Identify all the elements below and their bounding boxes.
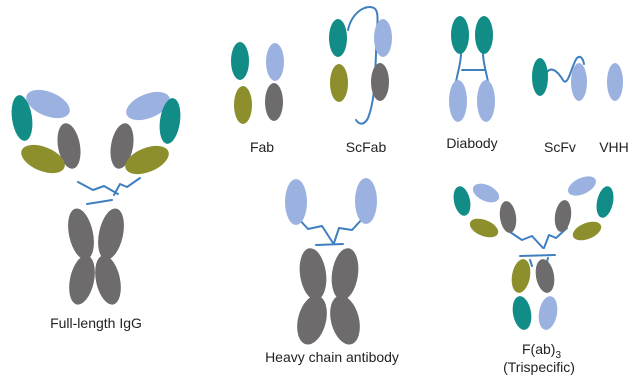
diabody-vh-right xyxy=(475,16,493,54)
igg-fc-ch2-right xyxy=(94,206,128,262)
fab3-trispecific: F(ab)3 (Trispecific) xyxy=(451,172,616,375)
scfab-vl xyxy=(374,19,392,57)
hcab-vhh-right xyxy=(355,178,377,224)
diabody-vl-left xyxy=(449,80,467,122)
fab3-right-ch1 xyxy=(570,218,604,244)
igg-fc-ch3-right xyxy=(91,253,125,307)
scfv: ScFv xyxy=(532,57,587,155)
scfab-ch1 xyxy=(330,64,348,102)
fab3-left-vh xyxy=(451,185,473,218)
fab3-label: F(ab)3 xyxy=(522,341,561,361)
hcab-ch3-right xyxy=(325,292,364,347)
diabody-label: Diabody xyxy=(446,135,497,151)
fab3-left-vl xyxy=(470,180,502,206)
scfab: ScFab xyxy=(329,7,392,155)
fab: Fab xyxy=(231,42,284,155)
fab3-bottom-vh xyxy=(510,295,534,332)
fab3-label-main: F(ab) xyxy=(522,341,555,357)
vhh: VHH xyxy=(599,63,629,155)
fab3-right-cl xyxy=(553,199,573,233)
full-length-igg: Full-length IgG xyxy=(9,84,183,331)
hcab-vhh-left xyxy=(285,179,307,225)
igg-fc-ch3-left xyxy=(65,253,99,307)
scfv-vl xyxy=(571,63,587,101)
diabody-vh-left xyxy=(451,16,469,54)
fab3-left-ch1 xyxy=(467,215,501,241)
vhh-label: VHH xyxy=(599,139,629,155)
scfv-label: ScFv xyxy=(544,139,576,155)
fab-label: Fab xyxy=(250,139,274,155)
fab3-right-vl xyxy=(565,172,599,199)
hcab-ch2-left xyxy=(297,246,330,301)
fab-vl xyxy=(266,43,284,81)
diabody: Diabody xyxy=(446,16,497,151)
diabody-linker-right xyxy=(483,52,488,82)
fab3-bottom-cl xyxy=(533,258,557,295)
vhh-domain xyxy=(607,63,623,101)
fab3-bottom-ch1 xyxy=(509,258,533,295)
scfab-vh xyxy=(329,19,347,57)
fab-ch1 xyxy=(234,86,252,124)
scfab-linker xyxy=(348,7,378,124)
fab3-hinge xyxy=(510,228,567,266)
igg-label: Full-length IgG xyxy=(50,315,142,331)
hcab-ch3-left xyxy=(292,292,331,347)
scfv-vh xyxy=(532,58,548,96)
scfab-label: ScFab xyxy=(346,139,387,155)
diabody-linker-left xyxy=(456,52,461,82)
hcab-label: Heavy chain antibody xyxy=(265,349,399,365)
fab-vh xyxy=(231,42,249,80)
fab3-right-vh xyxy=(594,185,616,220)
scfab-cl xyxy=(371,63,389,101)
heavy-chain-antibody: Heavy chain antibody xyxy=(265,178,399,365)
hcab-ch2-right xyxy=(329,246,362,301)
igg-hinge xyxy=(78,178,140,204)
trispecific-label: (Trispecific) xyxy=(503,359,575,375)
fab-cl xyxy=(265,83,283,121)
igg-fc-ch2-left xyxy=(64,206,98,262)
hcab-hinge xyxy=(297,217,364,245)
fab3-left-cl xyxy=(498,200,518,234)
diabody-vl-right xyxy=(477,80,495,122)
fab3-bottom-vl xyxy=(536,295,560,332)
